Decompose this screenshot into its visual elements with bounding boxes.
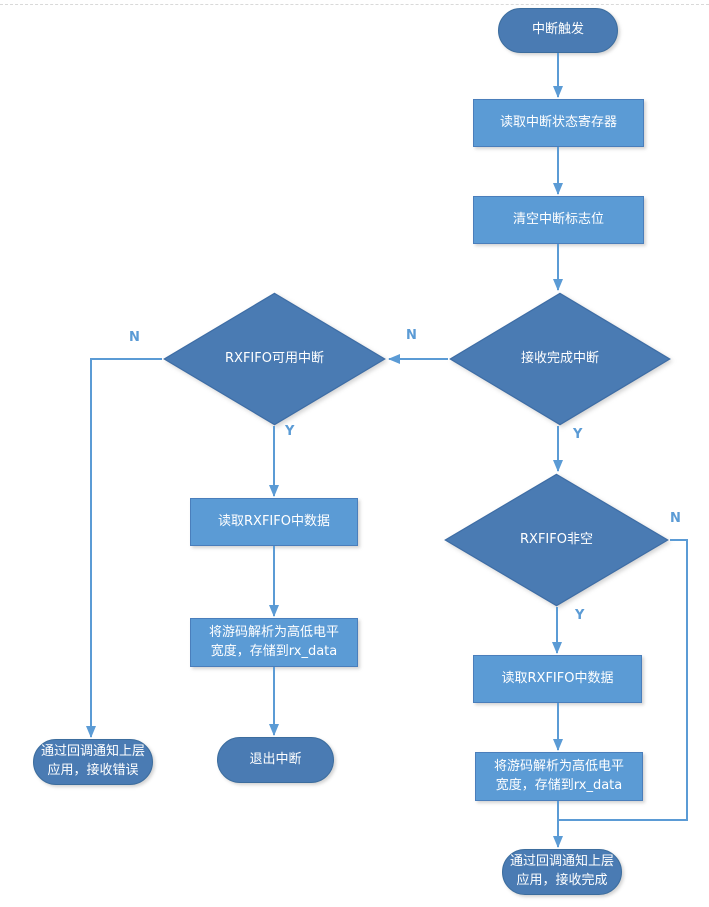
- node-exit-interrupt-terminal: 退出中断: [217, 737, 334, 783]
- node-label: 退出中断: [249, 751, 302, 767]
- node-parse-store-rxdata-left: 将游码解析为高低电平宽度，存储到rx_data: [190, 618, 358, 667]
- node-notify-done-terminal: 通过回调通知上层应用，接收完成: [502, 849, 622, 895]
- edge-rxfifo-avail-no-to-notify-error: [86, 358, 162, 738]
- node-label: 清空中断标志位: [512, 211, 604, 227]
- node-label: RXFIFO非空: [520, 531, 593, 547]
- branch-label-rx-complete-yes: Y: [573, 427, 583, 442]
- branch-label-rxfifo-not-empty-yes: Y: [575, 608, 585, 623]
- node-label: 接收完成中断: [520, 350, 599, 366]
- node-label: 中断触发: [531, 22, 584, 38]
- node-read-rxfifo-data-right: 读取RXFIFO中数据: [473, 655, 642, 703]
- node-read-rxfifo-data-left: 读取RXFIFO中数据: [190, 498, 358, 546]
- diamond-shape: [448, 292, 672, 426]
- node-label: 读取RXFIFO中数据: [501, 670, 614, 686]
- page-boundary-dashed-line: [0, 4, 709, 5]
- node-start-terminal: 中断触发: [498, 8, 618, 53]
- branch-label-rxfifo-avail-yes: Y: [285, 424, 295, 439]
- node-label: 将游码解析为高低电平宽度，存储到rx_data: [493, 758, 624, 793]
- node-label: 读取中断状态寄存器: [499, 114, 617, 130]
- branch-label-rx-complete-no: N: [406, 328, 417, 343]
- node-decision-rx-complete-interrupt: 接收完成中断: [448, 292, 672, 426]
- node-label: RXFIFO可用中断: [225, 350, 324, 366]
- branch-label-rxfifo-avail-no: N: [129, 330, 140, 345]
- node-decision-rxfifo-available-interrupt: RXFIFO可用中断: [162, 292, 387, 426]
- node-label: 通过回调通知上层应用，接收完成: [509, 854, 614, 888]
- node-parse-store-rxdata-right: 将游码解析为高低电平宽度，存储到rx_data: [475, 752, 643, 801]
- node-label: 读取RXFIFO中数据: [218, 513, 330, 529]
- diamond-shape: [162, 292, 387, 426]
- branch-label-rxfifo-not-empty-no: N: [670, 511, 681, 526]
- node-label: 通过回调通知上层应用，接收错误: [40, 744, 145, 778]
- node-clear-interrupt-flag: 清空中断标志位: [473, 196, 644, 244]
- node-decision-rxfifo-not-empty: RXFIFO非空: [443, 473, 670, 607]
- node-read-interrupt-status: 读取中断状态寄存器: [473, 99, 644, 147]
- node-label: 将游码解析为高低电平宽度，存储到rx_data: [208, 624, 339, 659]
- node-notify-error-terminal: 通过回调通知上层应用，接收错误: [33, 739, 153, 785]
